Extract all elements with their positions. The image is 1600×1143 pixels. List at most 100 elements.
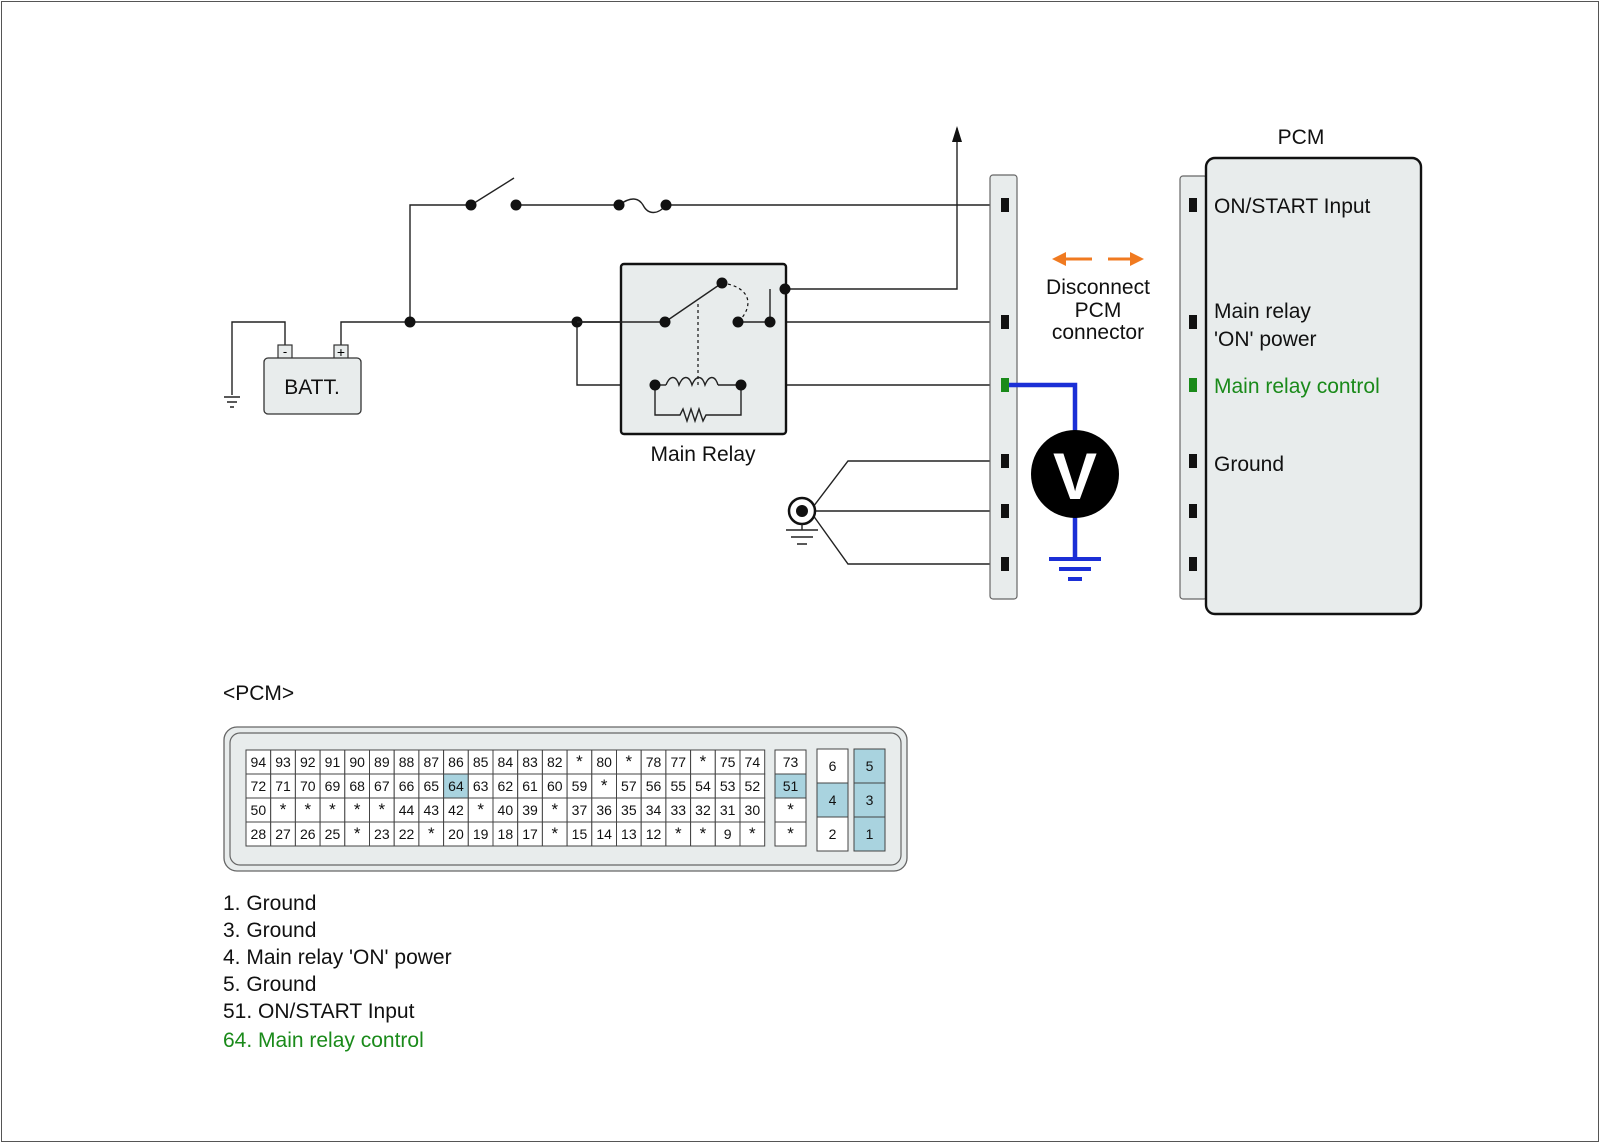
pin-number: 44: [399, 802, 415, 818]
pin-cell: [640, 773, 667, 799]
pin-number: 68: [349, 778, 365, 794]
legend-item: 4. Main relay 'ON' power: [223, 946, 452, 969]
pin-number: 42: [448, 802, 464, 818]
pin-cell: [492, 821, 519, 847]
pin-cell: [690, 797, 716, 823]
pin-cell: [591, 749, 617, 775]
pin-number: *: [354, 824, 361, 843]
disconnect-arrows-icon: [1052, 252, 1144, 266]
pin-cell: [270, 749, 296, 775]
pin-number: 55: [670, 778, 686, 794]
pin-number: 91: [325, 754, 341, 770]
pin-number: 2: [829, 826, 837, 842]
connector-pin-3: [1001, 378, 1009, 392]
pin-number: 31: [720, 802, 736, 818]
pin-number: 93: [275, 754, 291, 770]
pin-number: 65: [423, 778, 439, 794]
pin-cell: [665, 821, 692, 847]
pin-cell: [245, 749, 272, 775]
pin-number: *: [576, 752, 583, 771]
pin-number: 86: [448, 754, 464, 770]
pin-number: 88: [399, 754, 415, 770]
pin-number: 25: [325, 826, 341, 842]
pin-cell: [665, 797, 692, 823]
pin-number: 43: [423, 802, 439, 818]
disconnect-note: Disconnect PCM connector: [1046, 252, 1150, 344]
pin-cell: [566, 773, 593, 799]
pin-cell: [665, 773, 692, 799]
pin-number: 39: [522, 802, 538, 818]
pin-number: 70: [300, 778, 316, 794]
pin-cell: [774, 797, 807, 823]
pin-number: 56: [646, 778, 662, 794]
pin-number: 14: [596, 826, 612, 842]
pcm-pin-label-highlight: Main relay control: [1214, 375, 1380, 398]
pin-number: *: [601, 776, 608, 795]
pin-number: 30: [745, 802, 761, 818]
chassis-ground-icon: [786, 496, 818, 545]
pin-number: 34: [646, 802, 662, 818]
pin-cell: [853, 816, 886, 852]
pin-cell: [492, 797, 519, 823]
pin-cell: [690, 821, 716, 847]
battery: - + BATT.: [263, 344, 362, 415]
pin-cell: [816, 782, 849, 818]
pin-number: *: [428, 824, 435, 843]
pin-number: 37: [572, 802, 588, 818]
pin-cell: [616, 749, 642, 775]
pin-cell: [541, 797, 568, 823]
pin-number: 57: [621, 778, 637, 794]
pcm-pin-label: Main relay: [1214, 300, 1311, 323]
pin-cell: [774, 773, 807, 799]
pin-cell: [566, 821, 593, 847]
pcm-pin-label: ON/START Input: [1214, 195, 1371, 218]
battery-label: BATT.: [284, 376, 340, 399]
pin-number: 60: [547, 778, 563, 794]
connector-view-title: <PCM>: [223, 682, 294, 705]
pin-cell: [616, 797, 642, 823]
pin-number: 73: [783, 754, 799, 770]
pin-number: 59: [572, 778, 588, 794]
pin-number: *: [304, 800, 311, 819]
pin-number: 20: [448, 826, 464, 842]
pin-cell: [294, 773, 321, 799]
pin-number: *: [280, 800, 287, 819]
pin-cell: [541, 821, 568, 847]
legend-item: 1. Ground: [223, 892, 316, 915]
pin-number: 67: [374, 778, 390, 794]
pin-number: *: [551, 824, 558, 843]
pin-cell: [640, 749, 667, 775]
pin-number: 62: [498, 778, 514, 794]
pin-number: 85: [473, 754, 489, 770]
pin-number: 18: [498, 826, 514, 842]
battery-minus-label: -: [283, 344, 287, 359]
pin-number: 26: [300, 826, 316, 842]
connector-block-a: 642: [816, 748, 849, 852]
pin-number: 87: [423, 754, 439, 770]
pin-number: 90: [349, 754, 365, 770]
pin-legend: 1. Ground 3. Ground 4. Main relay 'ON' p…: [223, 892, 452, 1052]
pin-number: *: [551, 800, 558, 819]
pin-number: 33: [670, 802, 686, 818]
pin-cell: [270, 773, 296, 799]
pin-number: 32: [695, 802, 711, 818]
pin-number: *: [700, 752, 707, 771]
pin-number: *: [787, 824, 794, 843]
pin-number: 6: [829, 758, 837, 774]
pin-number: 92: [300, 754, 316, 770]
pin-cell: [344, 749, 370, 775]
pin-number: 71: [275, 778, 291, 794]
disconnect-line-3: connector: [1052, 321, 1144, 344]
pin-number: 23: [374, 826, 390, 842]
pin-cell: [690, 749, 716, 775]
pin-cell: [853, 782, 886, 818]
pin-cell: [319, 821, 346, 847]
pin-number: *: [477, 800, 484, 819]
pin-cell: [816, 816, 849, 852]
pin-number: 51: [783, 778, 799, 794]
pin-number: 84: [498, 754, 514, 770]
pin-number: 78: [646, 754, 662, 770]
pin-number: 53: [720, 778, 736, 794]
pin-number: 61: [522, 778, 538, 794]
pin-number: *: [749, 824, 756, 843]
